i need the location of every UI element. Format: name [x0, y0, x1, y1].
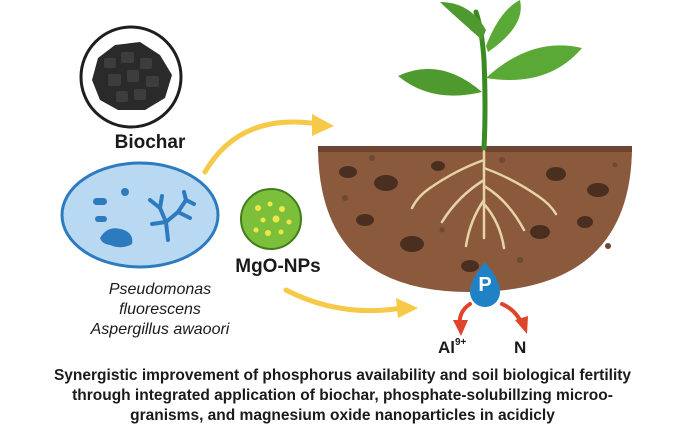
- mgo-label: MgO-NPs: [235, 256, 321, 277]
- nitrogen-label: N: [514, 338, 527, 357]
- caption-line-2: through integrated application of biocha…: [72, 387, 613, 404]
- caption-line-3: granisms, and magnesium oxide nanopartic…: [130, 407, 555, 424]
- caption-line-1: Synergistic improvement of phosphorus av…: [53, 367, 632, 384]
- biochar-illustration: [79, 25, 183, 129]
- aluminum-ion-label: Al9+: [438, 337, 467, 358]
- phosphate-label: P: [478, 274, 492, 296]
- release-arrows: [457, 302, 524, 328]
- microorganisms-illustration: [60, 161, 220, 269]
- organism-line-1: Pseudomonas: [108, 281, 212, 298]
- flow-arrows: [202, 114, 418, 318]
- caption: Synergistic improvement of phosphorus av…: [0, 366, 685, 426]
- aluminum-charge: 9+: [455, 337, 467, 348]
- organisms-label: Pseudomonas fluorescens Aspergillus awao…: [55, 280, 265, 340]
- biochar-label: Biochar: [114, 132, 186, 153]
- soil-illustration: [318, 144, 632, 292]
- organism-line-3: Aspergillus awaoori: [90, 321, 230, 338]
- organism-line-2: fluorescens: [119, 301, 201, 318]
- aluminum-symbol: Al: [438, 338, 455, 357]
- phosphate-drop-icon: [470, 262, 500, 307]
- plant-illustration: [398, 0, 582, 151]
- mgo-nanoparticles-illustration: [240, 188, 302, 250]
